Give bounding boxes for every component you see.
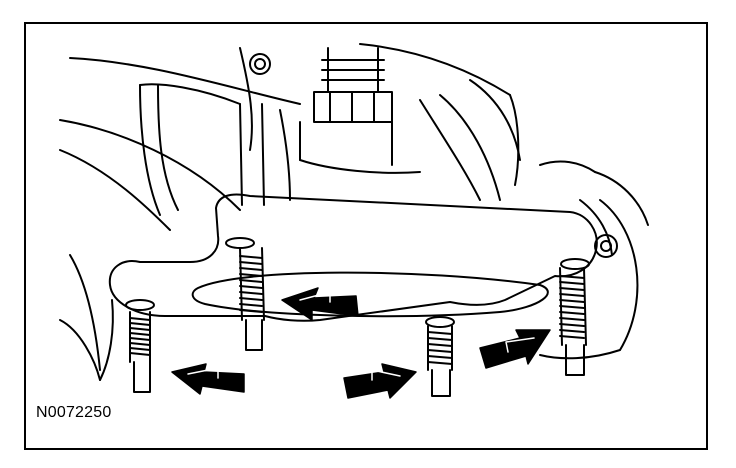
manifold-flange (108, 193, 598, 328)
arrow-stud-center-left (281, 287, 359, 321)
arrow-stud-right (479, 329, 551, 369)
arrow-stud-left (171, 363, 245, 395)
figure-reference-number: N0072250 (36, 404, 112, 421)
stud-left (129, 311, 151, 393)
stud-right (559, 267, 587, 376)
arrow-stud-center-right (343, 363, 417, 399)
stud-center-right (427, 325, 453, 397)
manifold-runners (139, 79, 521, 216)
oxygen-sensor-fitting (299, 47, 393, 166)
engine-block-outline (59, 43, 649, 381)
stud-center-left (239, 247, 265, 351)
callout-arrows (171, 287, 551, 399)
flange-studs (129, 247, 587, 397)
